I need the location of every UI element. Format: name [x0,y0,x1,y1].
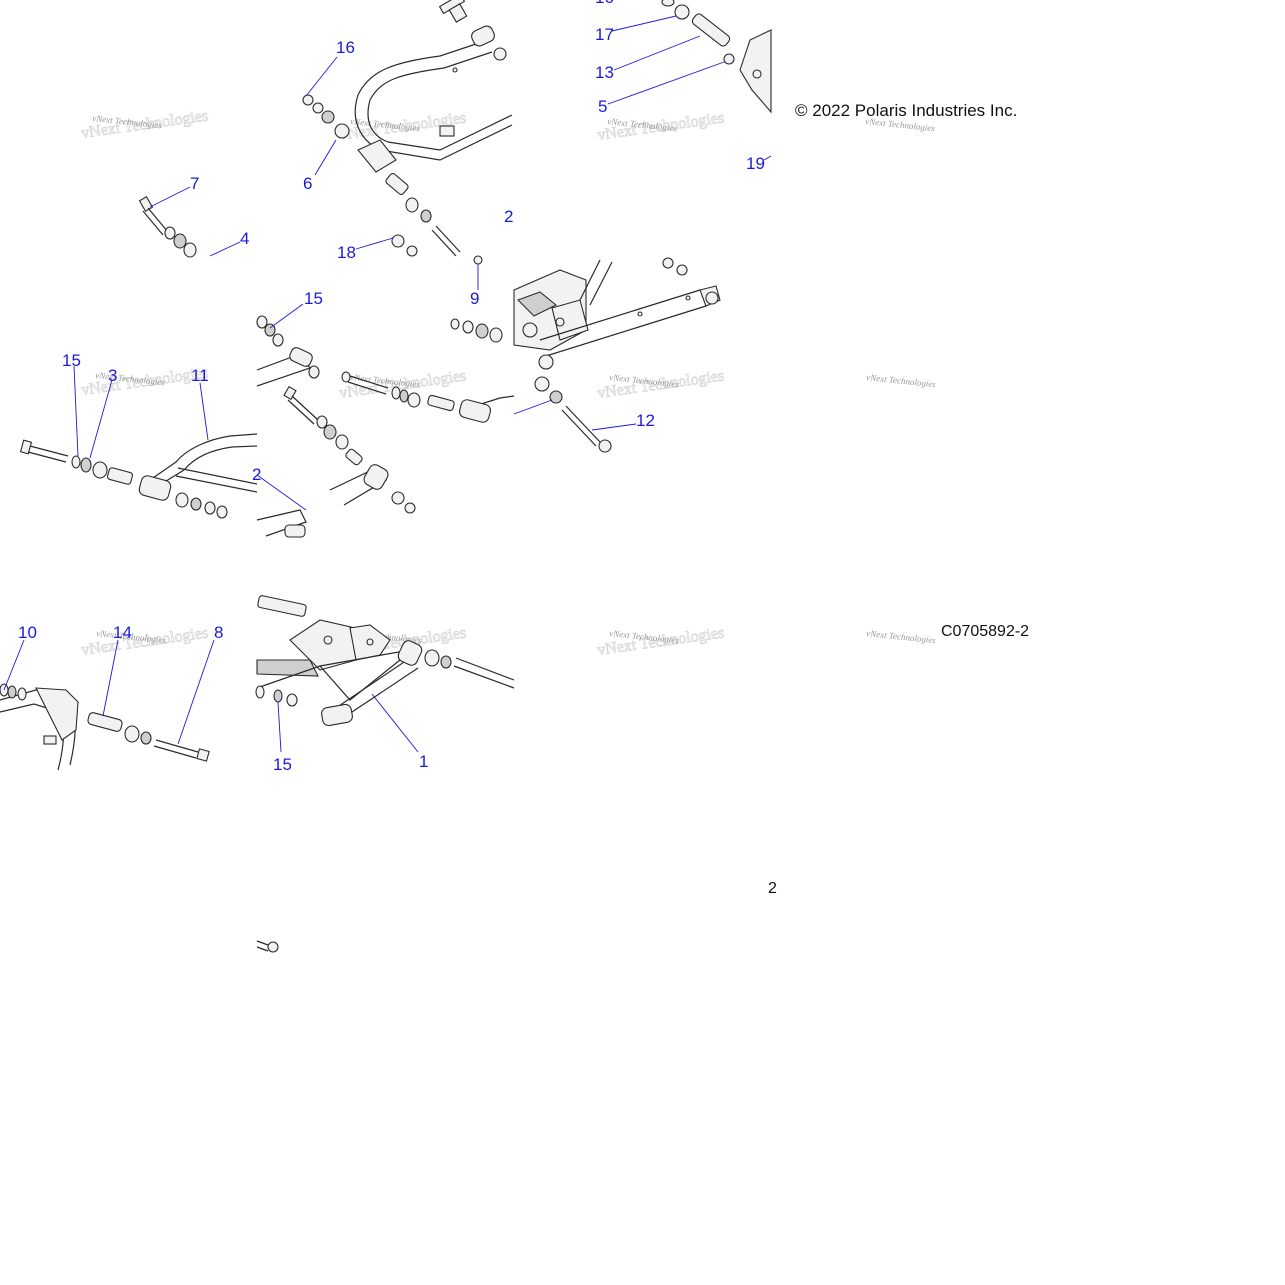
callout-4: 4 [240,229,249,248]
tile-middle-right: 12 [513,257,721,453]
callout-2: 2 [504,207,513,226]
tile-bottom-center: 15 1 [255,595,515,774]
figure-id: C0705892-2 [941,623,1029,640]
callout-8: 8 [214,623,223,642]
callout-16-top: 16 [595,0,614,7]
callout-11: 11 [191,366,209,385]
callout-2-edge: 2 [252,465,261,484]
callout-17: 17 [595,25,614,44]
tile-top-left: 7 4 [138,174,249,258]
watermarks: vNext Technologies vNext Technologies vN… [80,107,937,659]
tile-bottom-left: 10 14 8 [0,623,223,771]
callout-6: 6 [303,174,312,193]
callout-3: 3 [108,366,117,385]
callout-16: 16 [336,38,355,57]
callout-15-top: 15 [304,289,323,308]
callout-12: 12 [636,411,655,430]
callout-10: 10 [18,623,37,642]
callout-7: 7 [190,174,199,193]
callout-9: 9 [470,289,479,308]
tile-top-right: 16 17 13 5 19 [595,0,772,173]
tile-middle-center: 15 9 2 [252,255,515,538]
copyright-notice: © 2022 Polaris Industries Inc. [795,101,1017,120]
tile-middle-left: 15 3 11 [19,351,258,519]
bolt-fragment [256,940,279,953]
watermark: vNext Technologies [866,372,937,389]
callout-19: 19 [746,154,765,173]
callout-14: 14 [113,623,132,642]
callout-15-mid: 15 [62,351,81,370]
callout-15-bottom: 15 [273,755,292,774]
callout-5: 5 [598,97,607,116]
watermark: vNext Technologies [866,628,937,645]
callout-18: 18 [337,243,356,262]
callout-1: 1 [419,752,428,771]
tile-top-center: 16 6 2 18 [302,0,513,262]
fragment-mark: 2 [768,880,777,897]
bolt-7 [138,196,169,236]
upper-a-arm [354,25,513,173]
callout-13: 13 [595,63,614,82]
